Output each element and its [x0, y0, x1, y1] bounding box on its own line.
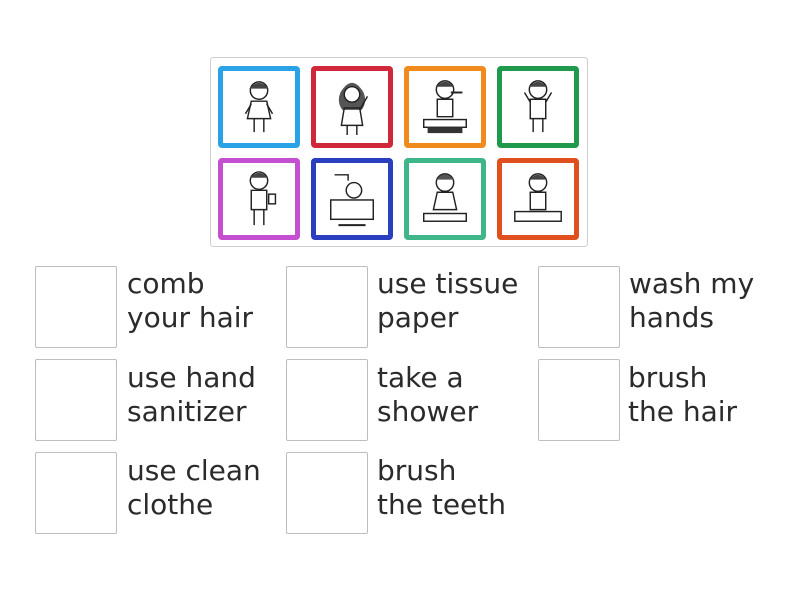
boy-washing-hands-icon — [514, 173, 562, 222]
girl-standing-icon — [244, 81, 274, 133]
picture-board — [210, 57, 588, 247]
answer-drop-box[interactable] — [35, 266, 117, 348]
answer-label[interactable]: brush the hair — [628, 361, 738, 428]
answer-drop-box[interactable] — [35, 452, 117, 534]
picture-tile[interactable] — [311, 66, 393, 148]
girl-combing-hair-icon — [338, 82, 369, 136]
answer-label[interactable]: use hand sanitizer — [127, 361, 256, 428]
answer-label[interactable]: comb your hair — [127, 267, 254, 334]
boy-washing-face-icon — [523, 80, 553, 133]
child-taking-shower-icon — [330, 174, 374, 227]
answer-label[interactable]: brush the teeth — [377, 454, 507, 521]
picture-tile[interactable] — [404, 66, 486, 148]
picture-tile[interactable] — [497, 66, 579, 148]
boy-using-sanitizer-icon — [249, 171, 277, 226]
boy-brushing-teeth-icon — [423, 80, 467, 134]
answer-drop-box[interactable] — [286, 266, 368, 348]
picture-tile[interactable] — [218, 158, 300, 240]
answer-drop-box[interactable] — [286, 359, 368, 441]
picture-tile[interactable] — [497, 158, 579, 240]
girl-using-tissue-icon — [423, 173, 467, 222]
answer-drop-box[interactable] — [538, 359, 620, 441]
answer-label[interactable]: use tissue paper — [377, 267, 519, 334]
answer-label[interactable]: use clean clothe — [127, 454, 261, 521]
answer-drop-box[interactable] — [35, 359, 117, 441]
picture-tile[interactable] — [311, 158, 393, 240]
answer-label[interactable]: wash my hands — [629, 267, 755, 334]
answer-drop-box[interactable] — [286, 452, 368, 534]
answer-label[interactable]: take a shower — [377, 361, 479, 428]
answer-drop-box[interactable] — [538, 266, 620, 348]
picture-tile[interactable] — [404, 158, 486, 240]
picture-tile[interactable] — [218, 66, 300, 148]
